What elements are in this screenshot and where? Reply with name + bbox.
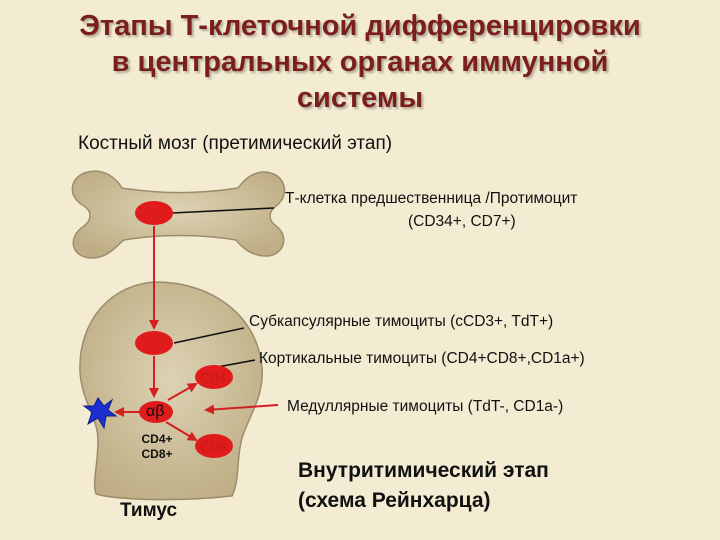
subcapsular-label: Субкапсулярные тимоциты (cCD3+, TdT+) bbox=[249, 313, 554, 330]
cd8-label: CD8 bbox=[200, 439, 227, 454]
cd4-label: CD4 bbox=[200, 370, 227, 385]
title-line-1: Этапы Т-клеточной дифференцировки bbox=[79, 10, 641, 42]
precursor-markers-label: (CD34+, CD7+) bbox=[408, 213, 516, 230]
blue-cell-icon bbox=[82, 397, 118, 430]
stage-title-line-1: Внутритимический этап bbox=[298, 459, 549, 482]
thymus-shape bbox=[79, 281, 263, 501]
double-positive-line-2: CD8+ bbox=[141, 447, 173, 461]
bone-marrow-subtitle: Костный мозг (претимический этап) bbox=[78, 133, 393, 154]
cd4-cell bbox=[195, 365, 233, 389]
stage-title: Внутритимический этап (схема Рейнхарца) bbox=[298, 456, 549, 516]
precursor-leader-line bbox=[171, 207, 275, 214]
bone-marrow-shape bbox=[71, 170, 286, 259]
alpha-beta-cell bbox=[139, 401, 173, 423]
stage-title-line-2: (схема Рейнхарца) bbox=[298, 489, 491, 512]
subcapsular-leader-line bbox=[173, 327, 245, 344]
double-positive-line-1: CD4+ bbox=[141, 432, 173, 446]
slide-title: Этапы Т-клеточной дифференцировки в цент… bbox=[0, 8, 720, 116]
thymus-label: Тимус bbox=[120, 500, 178, 521]
cd8-cell bbox=[195, 434, 233, 458]
title-line-2: в центральных органах иммунной bbox=[111, 46, 609, 78]
title-line-3: системы bbox=[296, 82, 424, 114]
precursor-label: Т-клетка предшественница /Протимоцит bbox=[285, 190, 578, 207]
alpha-beta-label: αβ bbox=[146, 403, 165, 420]
to-cd8-arrow bbox=[165, 421, 198, 442]
double-positive-label: CD4+ CD8+ bbox=[132, 432, 182, 462]
precursor-cell bbox=[135, 201, 173, 225]
subcapsular-cell bbox=[135, 331, 173, 355]
medullary-label: Медуллярные тимоциты (TdT-, CD1a-) bbox=[287, 398, 564, 415]
cortical-label: Кортикальные тимоциты (CD4+CD8+,CD1a+) bbox=[259, 350, 585, 367]
medullary-pointer-arrow bbox=[204, 404, 279, 415]
to-cd4-arrow bbox=[167, 383, 198, 401]
